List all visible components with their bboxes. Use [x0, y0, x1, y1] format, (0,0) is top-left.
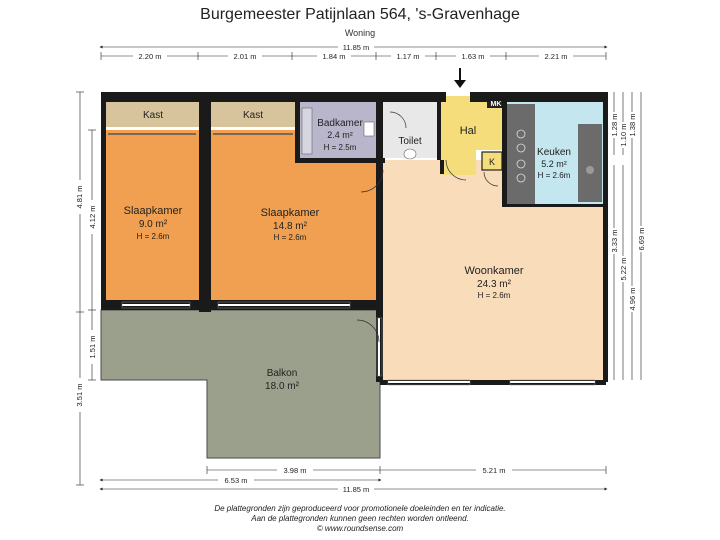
- footer-line-2: Aan de plattegronden kunnen geen rechten…: [251, 514, 469, 523]
- mk-box: [487, 98, 505, 108]
- badkamer-area: 2.4 m²: [327, 130, 353, 140]
- dim-top-seg-4: 1.17 m: [397, 52, 420, 61]
- keuken-height: H = 2.6m: [538, 171, 571, 180]
- dim-right-1: 1.28 m: [610, 114, 619, 137]
- dim-left-outer-1: 4.81 m: [75, 186, 84, 209]
- kitchen-counter-right: [578, 124, 602, 202]
- slaapkamer-1-area: 9.0 m²: [139, 219, 168, 230]
- dim-right-4: 3.33 m: [610, 230, 619, 253]
- keuken-area: 5.2 m²: [541, 159, 567, 169]
- footer-line-1: De plattegronden zijn geproduceerd voor …: [214, 504, 506, 513]
- slaapkamer-1-height: H = 2.6m: [137, 232, 170, 241]
- dim-left-outer-2: 3.51 m: [75, 384, 84, 407]
- page-title: Burgemeester Patijnlaan 564, 's-Gravenha…: [200, 6, 520, 23]
- woonkamer-height: H = 2.6m: [478, 291, 511, 300]
- keuken-name: Keuken: [537, 147, 571, 158]
- page-subtitle: Woning: [344, 28, 376, 38]
- kast-1-label: Kast: [143, 110, 163, 121]
- sink-icon: [586, 166, 594, 174]
- dim-bottom-1: 3.98 m: [284, 466, 307, 475]
- stove-burner-icon: [516, 159, 526, 169]
- dim-bottom-3: 6.53 m: [225, 476, 248, 485]
- toilet-label: Toilet: [398, 136, 422, 147]
- doors: [356, 111, 499, 343]
- dim-top-total: 11.85 m: [343, 43, 370, 52]
- slaapkamer-2-area: 14.8 m²: [273, 221, 308, 232]
- badkamer-name: Badkamer: [317, 118, 363, 129]
- hal-floor: [440, 96, 504, 175]
- dimensions-left: [76, 91, 96, 486]
- dim-right-6: 4.96 m: [628, 288, 637, 311]
- mk-label: MK: [491, 101, 502, 108]
- dim-top-seg-3: 1.84 m: [323, 52, 346, 61]
- badkamer-height: H = 2.5m: [324, 143, 357, 152]
- fixtures: [108, 68, 602, 204]
- balkon-floor: [100, 309, 381, 459]
- badkamer-floor: [300, 102, 376, 158]
- slaapkamer-1-floor: [106, 130, 199, 302]
- kitchen-counter: [507, 104, 535, 204]
- dim-left-inner-2: 1.51 m: [88, 336, 97, 359]
- windows: [122, 304, 595, 383]
- stove-burner-icon: [516, 129, 526, 139]
- stove-burner-icon: [516, 143, 526, 153]
- sink-icon: [363, 121, 375, 137]
- dim-bottom-2: 5.21 m: [483, 466, 506, 475]
- dim-right-7: 6.69 m: [637, 228, 646, 251]
- dim-left-inner-1: 4.12 m: [88, 206, 97, 229]
- hal-label: Hal: [460, 125, 477, 137]
- dim-bottom-total: 11.85 m: [343, 485, 370, 494]
- kast-2-label: Kast: [243, 110, 263, 121]
- dim-right-5: 5.22 m: [619, 258, 628, 281]
- window-frames: [121, 301, 596, 386]
- toilet-bowl-icon: [403, 148, 417, 160]
- dim-right-2: 1.10 m: [619, 124, 628, 147]
- woonkamer-area: 24.3 m²: [477, 279, 512, 290]
- woonkamer-name: Woonkamer: [464, 265, 523, 277]
- balkon-area: 18.0 m²: [265, 381, 300, 392]
- k-label: K: [489, 157, 495, 167]
- stove-burner-icon: [516, 173, 526, 183]
- dim-top-seg-2: 2.01 m: [234, 52, 257, 61]
- dim-top-seg-6: 2.21 m: [545, 52, 568, 61]
- balkon-name: Balkon: [267, 368, 298, 379]
- dim-top-seg-5: 1.63 m: [462, 52, 485, 61]
- slaapkamer-1-name: Slaapkamer: [124, 205, 183, 217]
- slaapkamer-2-name: Slaapkamer: [261, 207, 320, 219]
- kast-2-floor: [211, 102, 295, 127]
- footer-line-3: © www.roundsense.com: [316, 524, 404, 533]
- dim-top-seg-1: 2.20 m: [139, 52, 162, 61]
- entrance-arrow-icon: [454, 68, 466, 88]
- toilet-floor: [383, 102, 437, 158]
- shower-icon: [301, 107, 313, 155]
- slaapkamer-2-height: H = 2.6m: [274, 233, 307, 242]
- dim-right-3: 1.38 m: [628, 114, 637, 137]
- kast-1-floor: [106, 102, 199, 127]
